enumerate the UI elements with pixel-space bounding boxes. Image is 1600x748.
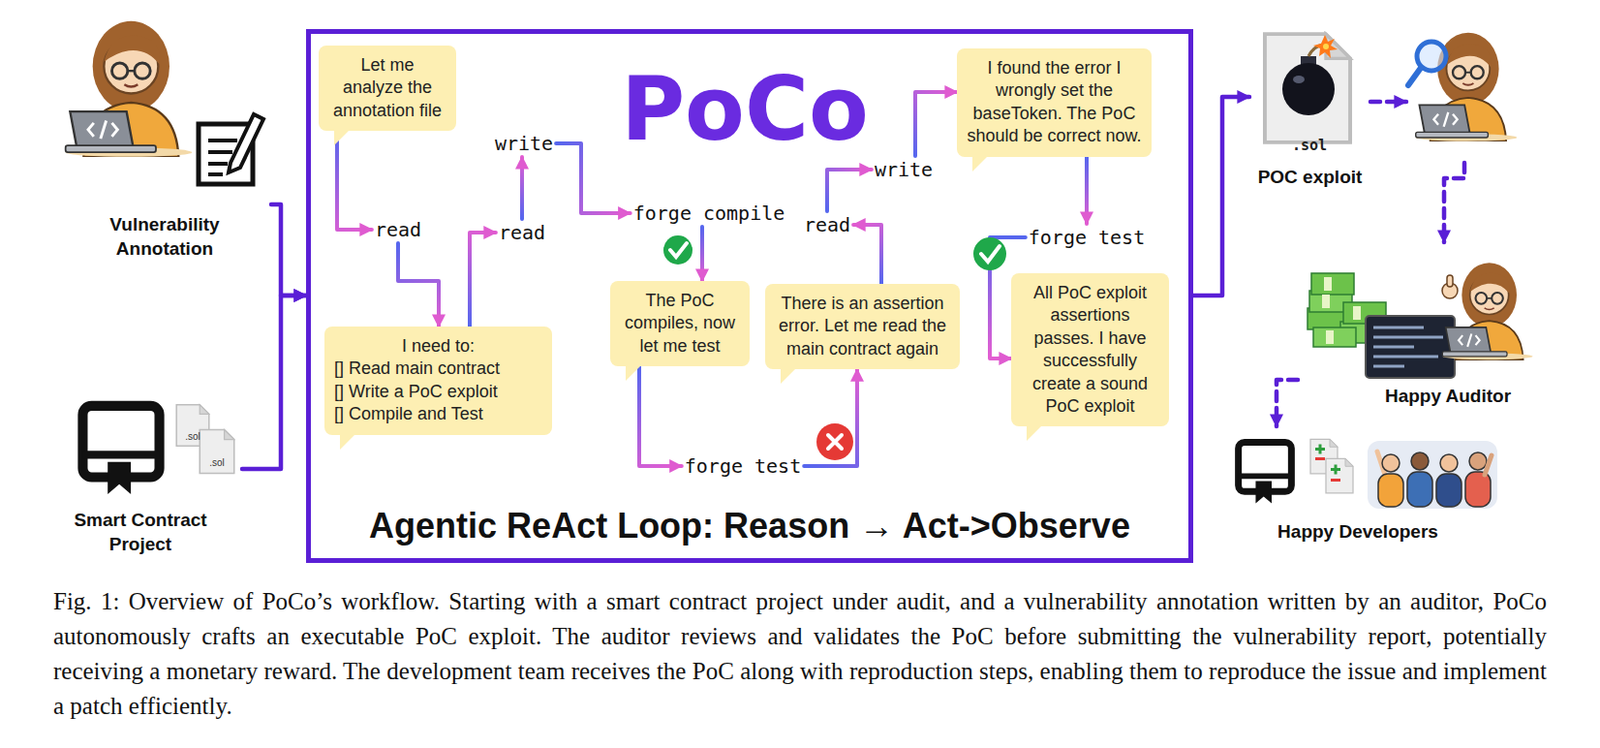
thought-text: All PoC exploit assertions passes. I hav… [1020, 281, 1160, 418]
action-text: read [374, 217, 422, 242]
connector-line [242, 295, 307, 469]
action-text: read [803, 213, 851, 237]
action-word: write [492, 129, 556, 157]
action-word: read [495, 218, 549, 247]
thought-bubble: The PoC compiles, now let me test [610, 280, 750, 367]
agent-step-arrow [469, 232, 496, 327]
action-word: forge compile [630, 199, 789, 227]
action-text: write [874, 157, 933, 182]
action-word: write [871, 155, 936, 184]
flow-arrow [271, 204, 307, 296]
agent-step-arrow [853, 224, 882, 284]
node-label: Happy Auditor [1355, 383, 1540, 409]
input-annotation: Vulnerability Annotation [58, 3, 272, 262]
action-word: forge test [681, 452, 804, 480]
frame-title: PoCo [594, 61, 895, 157]
connector-line [1444, 162, 1465, 243]
connector-line [469, 232, 496, 327]
action-text: forge compile [633, 201, 786, 225]
agent-step-arrow [702, 226, 704, 281]
action-text: forge test [1028, 225, 1145, 249]
thought-bubble: Let me analyze the annotation file [318, 45, 457, 131]
connector-line [520, 156, 524, 219]
agent-step-arrow [555, 143, 631, 214]
node-label: POC exploit [1249, 164, 1371, 190]
thought-text: Let me analyze the annotation file [328, 54, 447, 123]
action-word: read [800, 211, 854, 239]
thought-bubble: All PoC exploit assertions passes. I hav… [1011, 273, 1170, 427]
thought-text: I need to: [334, 335, 543, 358]
input-project: Smart Contract Project [38, 392, 243, 557]
thought-bubble: I found the error I wrongly set the base… [956, 48, 1152, 157]
connector-line [1084, 156, 1089, 224]
file-extension: .sol [198, 457, 236, 468]
connector-line [700, 226, 705, 281]
action-word: read [371, 215, 425, 244]
thought-text: I found the error I wrongly set the base… [966, 57, 1142, 149]
thought-bubble: I need to:[] Read main contract[] Write … [324, 326, 553, 435]
agent-step-arrow [915, 92, 957, 156]
figure-caption: Fig. 1: Overview of PoCo’s workflow. Sta… [53, 584, 1547, 724]
thought-text: [] Compile and Test [334, 402, 543, 426]
thought-text: [] Read main contract [334, 357, 543, 380]
agent-step-arrow [337, 130, 372, 230]
file-extension: .sol [175, 430, 211, 442]
connector-line [803, 369, 858, 466]
agent-frame: PoCoAgentic ReAct Loop: Reason → Act->Ob… [306, 29, 1194, 563]
agent-step-arrow [639, 366, 682, 466]
action-text: forge test [684, 454, 801, 478]
review-arrow [1276, 379, 1298, 427]
outcome-auditor: Happy Auditor [1297, 242, 1540, 409]
connector-line [555, 143, 631, 214]
node-label: Vulnerability Annotation [58, 212, 272, 262]
connector-line [398, 243, 439, 327]
agent-step-arrow [803, 369, 858, 466]
agent-step-arrow [1086, 156, 1088, 224]
agent-step-arrow [827, 169, 872, 212]
thought-bubble: There is an assertion error. Let me read… [765, 283, 960, 370]
outcome-developers: Happy Developers [1222, 426, 1504, 545]
node-label: .sol [1288, 136, 1331, 154]
connector-line [1193, 96, 1250, 296]
action-word: forge test [1025, 223, 1148, 251]
connector-line [1370, 99, 1407, 105]
action-text: write [494, 131, 554, 155]
connector-line [337, 130, 372, 230]
connector-line [639, 366, 682, 466]
action-text: read [498, 220, 546, 245]
flow-arrow [1193, 96, 1250, 296]
output-exploit: .solPOC exploit [1249, 27, 1371, 190]
thought-text: [] Write a PoC exploit [334, 380, 543, 403]
frame-title: Agentic ReAct Loop: Reason → Act->Observ… [310, 504, 1189, 547]
flow-arrow [242, 295, 307, 469]
agent-step-arrow [522, 156, 524, 219]
node-label: Smart Contract Project [38, 507, 243, 557]
connector-line [827, 169, 872, 212]
connector-line [1276, 379, 1298, 427]
connector-line [853, 224, 882, 284]
connector-line [271, 204, 307, 296]
thought-text: The PoC compiles, now let me test [619, 289, 740, 358]
thought-text: There is an assertion error. Let me read… [774, 292, 951, 361]
node-label: Happy Developers [1222, 519, 1494, 545]
agent-step-arrow [398, 243, 439, 327]
connector-line [915, 92, 957, 156]
